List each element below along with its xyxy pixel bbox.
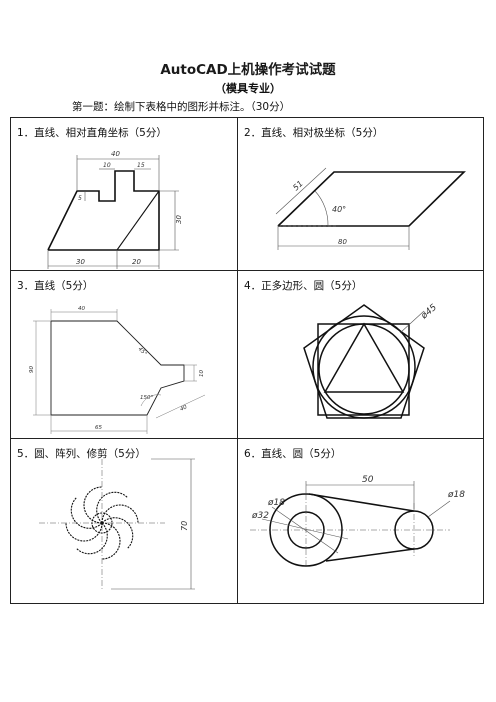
drawing-3: 40 45° 90 10 150° 40 65 (29, 306, 206, 434)
dim-51: 51 (291, 179, 305, 193)
dim-phi45: ø45 (419, 303, 439, 322)
dim-40-angle: 40° (332, 205, 346, 214)
cell-4-label: 4．正多边形、圆（5分） (244, 280, 363, 292)
column-divider (237, 118, 238, 603)
drawing-4: ø45 (303, 303, 439, 419)
cell-3-label: 3．直线（5分） (17, 280, 94, 292)
drawing-1: 40 10 15 5 30 30 20 (47, 150, 183, 269)
dim-phi32: ø32 (251, 511, 269, 521)
cell-3: 3．直线（5分） 40 45° 90 10 150° 40 65 (11, 271, 237, 438)
question-text: 第一题：绘制下表格中的图形并标注。（30分） (72, 101, 291, 113)
dim-30-height: 30 (175, 215, 183, 224)
dim-10: 10 (103, 162, 111, 169)
cell-6: 6．直线、圆（5分） ø18 ø32 50 (238, 439, 485, 605)
dim-65: 65 (95, 425, 102, 431)
dim-20: 20 (132, 258, 141, 266)
dim-5: 5 (78, 195, 82, 202)
cell-1: 1．直线、相对直角坐标（5分） 40 10 15 5 30 30 20 (11, 118, 237, 270)
dim-15: 15 (137, 162, 145, 169)
row-divider-1 (11, 270, 483, 271)
row-divider-2 (11, 438, 483, 439)
dim-40: 40 (111, 150, 120, 158)
cell-6-label: 6．直线、圆（5分） (244, 448, 342, 460)
drawing-6: ø18 ø32 50 ø18 (250, 475, 465, 567)
drawing-5: 70 (39, 458, 195, 590)
dim-80: 80 (338, 238, 347, 246)
dim-phi18-inner: ø18 (267, 498, 285, 508)
cell-2: 2．直线、相对极坐标（5分） 51 40° 80 (238, 118, 485, 270)
page-subtitle: （模具专业） (215, 82, 281, 95)
dim-90: 90 (29, 366, 35, 373)
dim-30-bottom: 30 (76, 258, 85, 266)
dim-40-slant: 40 (179, 404, 188, 413)
exercise-table: 1．直线、相对直角坐标（5分） 40 10 15 5 30 30 20 2．直线… (10, 117, 484, 604)
cell-5-label: 5．圆、阵列、修剪（5分） (17, 448, 146, 460)
dim-70: 70 (180, 521, 189, 531)
petal-pattern (65, 486, 139, 560)
cell-1-label: 1．直线、相对直角坐标（5分） (17, 127, 167, 139)
page-title: AutoCAD上机操作考试试题 (160, 62, 336, 78)
dim-150deg: 150° (140, 395, 153, 401)
drawing-2: 51 40° 80 (275, 167, 466, 250)
cell-5: 5．圆、阵列、修剪（5分） 70 (11, 439, 237, 605)
dim-50: 50 (362, 475, 374, 485)
dim-45deg: 45° (137, 346, 148, 357)
cell-2-label: 2．直线、相对极坐标（5分） (244, 127, 384, 139)
dim-phi18-right: ø18 (447, 490, 465, 500)
cell-4: 4．正多边形、圆（5分） ø45 (238, 271, 485, 438)
dim-40-top: 40 (78, 306, 85, 312)
dim-10-right: 10 (199, 370, 205, 377)
